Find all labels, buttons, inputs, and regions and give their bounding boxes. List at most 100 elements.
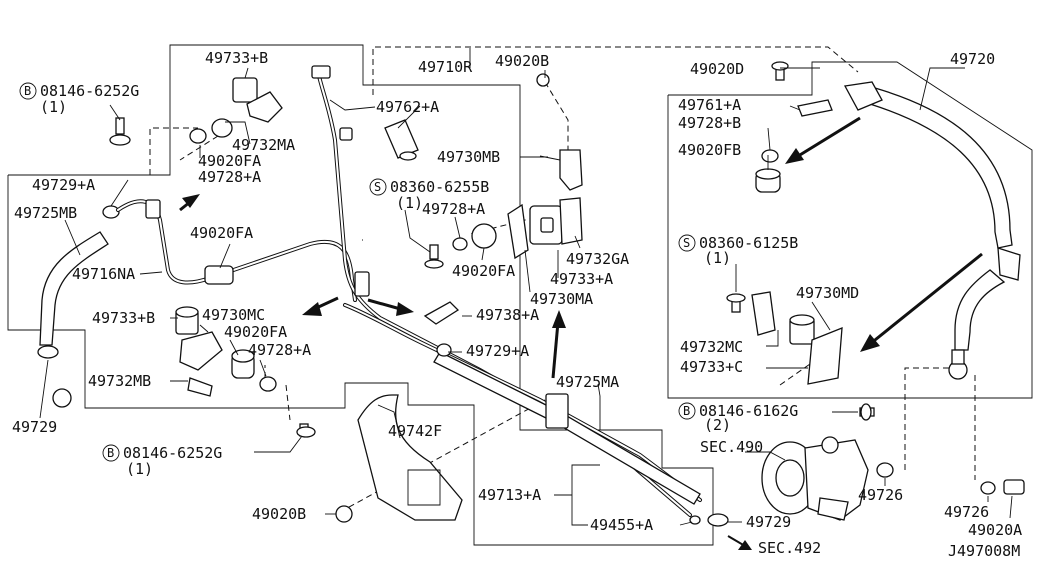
label-49730mb: 49730MB bbox=[437, 148, 500, 166]
label-49020b-top: 49020B bbox=[495, 52, 549, 70]
clamp-49729-low bbox=[689, 513, 729, 527]
label-49713a: 49713+A bbox=[478, 486, 541, 504]
bolt-symbol-low: B bbox=[107, 446, 114, 460]
label-08146-6252g-low: 08146-6252G bbox=[123, 444, 222, 462]
arrow-to-49728a-top bbox=[179, 194, 200, 212]
arrow-to-49730md bbox=[860, 252, 983, 352]
label-49728a-top: 49728+A bbox=[198, 168, 261, 186]
clamp-49733b-top bbox=[232, 77, 283, 123]
label-49732ma: 49732MA bbox=[232, 136, 295, 154]
clip-49020b-top bbox=[536, 73, 550, 87]
heat-shield-49742f bbox=[357, 394, 463, 521]
bracket-49730mc bbox=[179, 331, 223, 371]
grommet-top bbox=[189, 118, 233, 144]
label-49733a: 49733+A bbox=[550, 270, 613, 288]
screw-08360-6125b bbox=[726, 293, 746, 313]
label-49732mb: 49732MB bbox=[88, 372, 151, 390]
clamp-49729a-mid bbox=[436, 343, 452, 357]
arrow-to-49733b-left bbox=[302, 296, 339, 316]
bracket-49732mc bbox=[751, 291, 776, 336]
arrow-to-49020fb bbox=[785, 116, 861, 164]
label-49729-left: 49729 bbox=[12, 418, 57, 436]
nut-49020b-low bbox=[335, 505, 353, 523]
hose-sleeve-49725ma bbox=[433, 351, 701, 505]
bolt-49020d bbox=[771, 61, 789, 81]
label-49733b-left: 49733+B bbox=[92, 309, 155, 327]
hose-49725mb bbox=[37, 205, 120, 408]
label-49020fa-top: 49020FA bbox=[198, 152, 261, 170]
leader-lines bbox=[39, 48, 1013, 526]
label-qty-1-top: (1) bbox=[40, 98, 67, 116]
label-49728a-mid: 49728+A bbox=[422, 200, 485, 218]
symbol-circles bbox=[19, 82, 696, 462]
label-49730ma: 49730MA bbox=[530, 290, 593, 308]
label-49020a: 49020A bbox=[968, 521, 1022, 539]
label-49730md: 49730MD bbox=[796, 284, 859, 302]
union-bolt-49020a bbox=[1003, 479, 1025, 495]
label-qty-1-low: (1) bbox=[126, 460, 153, 478]
washer-49728a-low bbox=[259, 376, 277, 392]
washer-49728b bbox=[761, 149, 779, 163]
screw-symbol-1: S bbox=[374, 180, 381, 194]
label-49742f: 49742F bbox=[388, 422, 442, 440]
label-49725ma: 49725MA bbox=[556, 373, 619, 391]
flange-bolt-top-left bbox=[109, 117, 131, 146]
hose-49720 bbox=[843, 81, 1021, 380]
label-49726-right: 49726 bbox=[944, 503, 989, 521]
label-49725mb: 49725MB bbox=[14, 204, 77, 222]
label-49720: 49720 bbox=[950, 50, 995, 68]
label-49732mc: 49732MC bbox=[680, 338, 743, 356]
label-08360-6255b: 08360-6255B bbox=[390, 178, 489, 196]
label-49020d: 49020D bbox=[690, 60, 744, 78]
label-08146-6252g-top: 08146-6252G bbox=[40, 82, 139, 100]
arrow-sec-492 bbox=[727, 535, 752, 550]
label-49020b-low: 49020B bbox=[252, 505, 306, 523]
clip-49738a bbox=[423, 301, 460, 325]
label-49020fb: 49020FB bbox=[678, 141, 741, 159]
clamp-49730md bbox=[789, 314, 815, 345]
clamp-49732ga bbox=[507, 197, 583, 260]
label-49716na: 49716NA bbox=[72, 265, 135, 283]
label-49020fa-low: 49020FA bbox=[224, 323, 287, 341]
washer-49726-right bbox=[980, 481, 996, 495]
grommet-low bbox=[231, 349, 255, 379]
label-49762a: 49762+A bbox=[376, 98, 439, 116]
label-49726-mid: 49726 bbox=[858, 486, 903, 504]
label-49020fa-mid2: 49020FA bbox=[452, 262, 515, 280]
screw-symbol-2: S bbox=[683, 236, 690, 250]
label-qty-2: (2) bbox=[704, 416, 731, 434]
arrow-to-49730ma bbox=[551, 310, 566, 379]
flange-bolt-low bbox=[296, 423, 316, 438]
label-49733b-top: 49733+B bbox=[205, 49, 268, 67]
bracket-49732mb bbox=[187, 377, 213, 397]
bracket-49733c bbox=[807, 327, 843, 385]
parts-graphics bbox=[37, 61, 1025, 527]
label-49729-low: 49729 bbox=[746, 513, 791, 531]
label-08360-6125b: 08360-6125B bbox=[699, 234, 798, 252]
pipe-49716na bbox=[116, 199, 357, 302]
label-49455a: 49455+A bbox=[590, 516, 653, 534]
label-sec-492: SEC.492 bbox=[758, 539, 821, 557]
washer-49726-mid bbox=[876, 462, 894, 478]
grommet-mid bbox=[452, 223, 497, 251]
label-49710r: 49710R bbox=[418, 58, 473, 76]
label-49020fa-mid: 49020FA bbox=[190, 224, 253, 242]
bolt-symbol-right: B bbox=[683, 404, 690, 418]
grommet-49020fb bbox=[755, 168, 781, 193]
label-49761a: 49761+A bbox=[678, 96, 741, 114]
bolt-08146-6162g bbox=[859, 403, 875, 421]
bracket-49730mb bbox=[539, 149, 583, 191]
label-49729a-mid: 49729+A bbox=[466, 342, 529, 360]
callout-labels: B 08146-6252G (1) 49733+B 49732MA 49020F… bbox=[12, 49, 1022, 560]
label-49729a-left: 49729+A bbox=[32, 176, 95, 194]
label-49732ga: 49732GA bbox=[566, 250, 629, 268]
arrow-to-49738a bbox=[367, 298, 414, 316]
pressure-switch-49762a bbox=[384, 119, 419, 161]
label-08146-6162g: 08146-6162G bbox=[699, 402, 798, 420]
diagram-code: J497008M bbox=[948, 542, 1020, 560]
power-steering-pump bbox=[761, 436, 869, 521]
label-qty-1-s1: (1) bbox=[396, 194, 423, 212]
label-qty-1-s2: (1) bbox=[704, 249, 731, 267]
label-49728a-low: 49728+A bbox=[248, 341, 311, 359]
